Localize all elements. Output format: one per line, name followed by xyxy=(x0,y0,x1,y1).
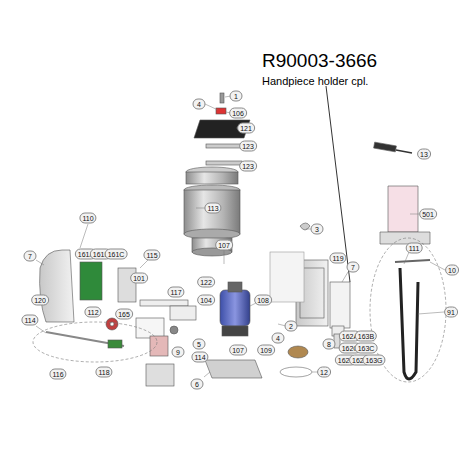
caption: Handpiece holder cpl. xyxy=(262,75,368,88)
callout-number: 107 xyxy=(215,240,233,251)
callout-number: 112 xyxy=(84,307,101,318)
callout-number: 161C xyxy=(105,249,128,260)
callout-number: 9 xyxy=(172,347,185,358)
part-number-title: R90003-3666 xyxy=(262,50,377,72)
callout-number: 114 xyxy=(21,315,38,326)
callout-number: 115 xyxy=(143,250,160,261)
callout-number: 120 xyxy=(31,295,49,306)
callout-number: 114 xyxy=(191,352,208,363)
callout-number: 107 xyxy=(229,345,247,356)
callout-number: 109 xyxy=(257,345,275,356)
callout-number: 116 xyxy=(49,369,66,380)
callout-number: 165 xyxy=(115,309,133,320)
callout-number: 163C xyxy=(355,343,378,354)
callout-number: 501 xyxy=(419,209,437,220)
callout-number: 104 xyxy=(197,295,215,306)
callout-number: 7 xyxy=(24,251,37,262)
callout-number: 8 xyxy=(323,339,336,350)
callout-number: 117 xyxy=(167,287,184,298)
callout-number: 10 xyxy=(445,265,459,276)
callout-number: 108 xyxy=(254,295,272,306)
callout-number: 163G xyxy=(362,355,385,366)
callout-number: 106 xyxy=(229,108,247,119)
callout-number: 101 xyxy=(130,273,148,284)
callout-number: 118 xyxy=(95,367,112,378)
callout-number: 111 xyxy=(406,243,423,254)
callout-number: 123 xyxy=(239,141,257,152)
callout-number: 2 xyxy=(285,321,298,332)
callout-number: 121 xyxy=(237,123,255,134)
callout-number: 163B xyxy=(355,331,377,342)
callout-number: 1 xyxy=(230,91,243,102)
callout-number: 4 xyxy=(193,99,206,110)
callout-number: 113 xyxy=(204,203,221,214)
callout-number: 12 xyxy=(317,367,331,378)
callout-number: 110 xyxy=(79,213,96,224)
callout-number: 7 xyxy=(347,262,360,273)
callout-number: 119 xyxy=(329,253,346,264)
callout-number: 122 xyxy=(197,277,215,288)
callout-number: 91 xyxy=(444,307,458,318)
callout-number: 4 xyxy=(272,333,285,344)
callout-number: 123 xyxy=(239,161,257,172)
callout-number: 6 xyxy=(191,379,204,390)
callout-number: 13 xyxy=(417,149,431,160)
callout-number: 5 xyxy=(193,339,206,350)
callout-number: 3 xyxy=(311,224,324,235)
